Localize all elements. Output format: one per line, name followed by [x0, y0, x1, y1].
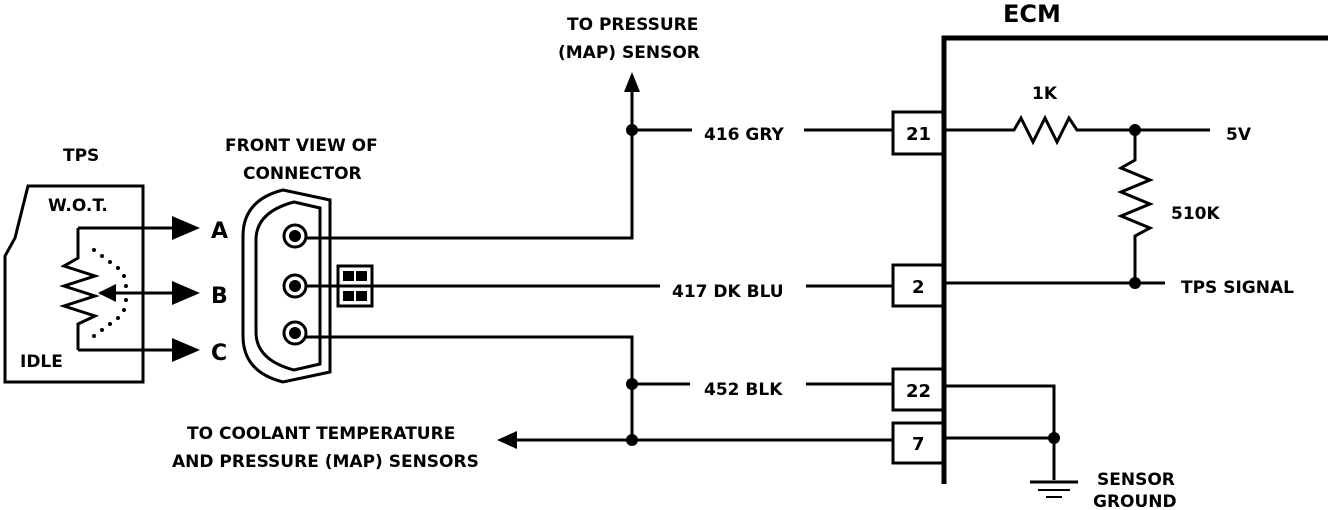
ecm-pin-2: 2 — [912, 277, 925, 298]
wiper-arrow-icon — [98, 284, 116, 302]
ecm-internal-5v-line — [944, 114, 1210, 146]
resistor-510k — [1117, 130, 1154, 283]
wire-label-452: 452 BLK — [704, 380, 783, 400]
map-sensor-label-line1: TO PRESSURE — [567, 15, 698, 35]
tps-resistor-element — [59, 228, 100, 350]
coolant-label-line1: TO COOLANT TEMPERATURE — [187, 424, 455, 444]
coolant-arrow-icon — [497, 431, 517, 449]
terminal-c: C — [211, 341, 227, 366]
ecm-pin-21: 21 — [906, 124, 931, 145]
ecm-title: ECM — [1003, 0, 1061, 28]
junction-coolant — [626, 434, 638, 446]
ecm-ground-line — [944, 384, 1056, 480]
wire-label-416: 416 GRY — [704, 125, 785, 145]
junction-452 — [626, 378, 638, 390]
ecm-pin-21-box — [891, 110, 946, 156]
sensor-ground-label-line1: SENSOR — [1097, 470, 1175, 490]
wire-label-417: 417 DK BLU — [672, 282, 784, 302]
idle-label: IDLE — [20, 352, 63, 372]
ecm-pin-22-box — [891, 367, 946, 412]
ecm-pin-22: 22 — [906, 381, 931, 402]
resistor-510k-label: 510K — [1171, 204, 1220, 224]
ground-symbol-icon — [1030, 480, 1078, 498]
wiring: 416 GRY 417 DK BLU 452 BLK TO PRESSURE (… — [172, 15, 893, 472]
map-sensor-arrow-icon — [624, 72, 640, 92]
arrow-c-icon — [172, 338, 200, 362]
connector-label-line2: CONNECTOR — [243, 164, 362, 184]
cavity-c — [282, 320, 308, 346]
cavity-a — [282, 223, 308, 249]
wot-label: W.O.T. — [48, 196, 108, 216]
connector-front-view: FRONT VIEW OF CONNECTOR — [225, 136, 378, 384]
arrow-b-icon — [172, 281, 200, 305]
junction-416 — [626, 124, 638, 136]
pin-c — [289, 327, 301, 339]
tps-sensor: TPS W.O.T. IDLE A B C — [3, 146, 228, 384]
junction-ground — [1048, 432, 1060, 444]
pin-b — [289, 280, 301, 292]
tps-signal-label: TPS SIGNAL — [1181, 278, 1294, 298]
coolant-label-line2: AND PRESSURE (MAP) SENSORS — [172, 452, 479, 472]
pin-a — [289, 230, 301, 242]
terminal-b: B — [211, 284, 228, 309]
map-sensor-label-line2: (MAP) SENSOR — [558, 43, 700, 63]
tps-title: TPS — [63, 146, 99, 166]
wiper-travel-dots — [92, 248, 128, 338]
connector-outer-shell — [241, 188, 332, 384]
connector-label-line1: FRONT VIEW OF — [225, 136, 378, 156]
ecm-pin-2-box — [891, 263, 946, 308]
resistor-1k-label: 1K — [1032, 84, 1058, 104]
arrow-a-icon — [172, 216, 200, 240]
tps-housing — [3, 184, 145, 384]
ecm-pin-7: 7 — [912, 434, 925, 455]
junction-signal — [1129, 277, 1141, 289]
ecm-boundary — [941, 35, 1328, 484]
ecm-pin-7-box — [891, 421, 946, 465]
sensor-ground-label-line2: GROUND — [1093, 492, 1177, 510]
connector-inner-shell — [254, 200, 322, 372]
supply-5v-label: 5V — [1226, 125, 1252, 145]
ecm-module: ECM 21 2 22 7 1K 5V 510K TPS SIGNAL SENS… — [891, 0, 1328, 510]
terminal-a: A — [211, 219, 228, 244]
wire-416-gry — [306, 128, 692, 240]
wire-452-blk — [306, 335, 634, 440]
